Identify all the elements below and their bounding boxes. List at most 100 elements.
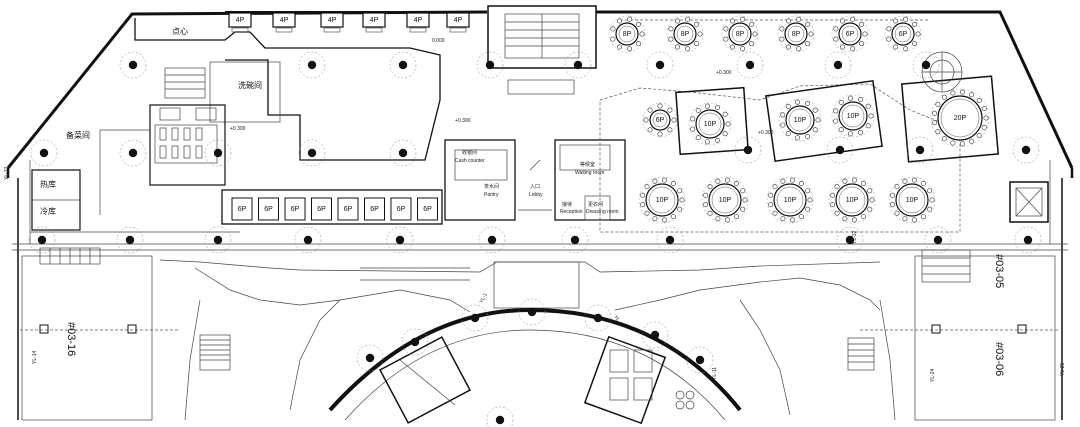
atrium-void <box>328 307 742 425</box>
table-label: 8P <box>736 31 745 38</box>
label-reception: 接待 <box>562 201 572 208</box>
chair <box>833 118 839 124</box>
booth-table <box>231 197 253 221</box>
round-table: 10P <box>831 94 875 138</box>
chair <box>740 188 746 194</box>
round-table: 10P <box>638 176 686 224</box>
chair <box>740 46 746 52</box>
table-4p <box>362 12 386 28</box>
label-cash-counter: 收银间 <box>462 149 477 156</box>
column <box>593 313 603 323</box>
chair <box>941 136 947 142</box>
table-label: 6P <box>264 206 273 213</box>
chair <box>780 112 786 118</box>
chair <box>838 127 844 133</box>
column <box>487 235 497 245</box>
chair <box>715 178 721 184</box>
label-lobby: 入口 <box>530 184 540 190</box>
chair <box>789 177 795 183</box>
chair <box>903 46 909 52</box>
column-radius <box>686 346 714 374</box>
structural-columns <box>28 51 1042 427</box>
table-label: 6P <box>846 31 855 38</box>
round-table: 8P <box>608 15 646 53</box>
chair <box>635 21 641 27</box>
chair <box>976 133 982 139</box>
column-radius <box>736 51 764 79</box>
chair <box>920 181 926 187</box>
round-table: 20P <box>930 88 990 148</box>
table-label: 10P <box>656 197 669 204</box>
chair <box>959 89 965 95</box>
round-table: 8P <box>721 15 759 53</box>
chair <box>785 44 791 50</box>
chair <box>865 123 871 129</box>
seating-zone <box>608 15 646 53</box>
chair <box>794 135 800 141</box>
column-radius <box>386 226 414 254</box>
lazy-susan <box>698 112 722 136</box>
chair <box>804 41 810 47</box>
column <box>745 60 755 70</box>
chair <box>890 202 896 208</box>
label-lobby-en: Lobby <box>529 192 543 198</box>
chair <box>640 192 646 198</box>
chair <box>697 31 703 37</box>
seating-zone <box>930 88 990 148</box>
lazy-susan <box>841 104 865 128</box>
lazy-susan <box>618 25 636 43</box>
chair <box>685 16 691 22</box>
lazy-susan <box>676 25 694 43</box>
chair <box>667 127 673 133</box>
chair <box>869 197 875 203</box>
chair <box>323 27 341 33</box>
round-table: 10P <box>701 176 749 224</box>
chair <box>785 131 791 137</box>
chair <box>983 115 989 121</box>
column-radius <box>389 139 417 167</box>
chair <box>677 206 683 212</box>
chair <box>610 36 616 42</box>
column-radius <box>28 226 56 254</box>
level-mark-2: +0.300 <box>455 118 471 124</box>
chair <box>748 21 754 27</box>
seating-zone <box>884 15 922 53</box>
chair <box>911 21 917 27</box>
seating-zone <box>778 98 822 142</box>
column <box>39 148 49 158</box>
chair <box>915 31 921 37</box>
chair <box>785 18 791 24</box>
chair <box>616 18 622 24</box>
chair <box>690 116 696 122</box>
column <box>573 60 583 70</box>
chair <box>976 97 982 103</box>
axis-tags: YL-13 YL-14 YL-1 YL-2 YL-11 YL-32 YL-24 … <box>4 166 1066 382</box>
chair <box>772 184 778 190</box>
chair <box>740 206 746 212</box>
column-radius <box>518 298 546 326</box>
seating-zone <box>638 176 686 224</box>
chair <box>931 110 937 116</box>
table-label: 8P <box>623 31 632 38</box>
column-radius <box>294 226 322 254</box>
column <box>125 235 135 245</box>
seating-zone <box>831 94 875 138</box>
chair <box>733 213 739 219</box>
chair <box>667 107 673 113</box>
column-radius <box>912 51 940 79</box>
column <box>303 235 313 245</box>
chair <box>679 197 685 203</box>
table-label: 6P <box>397 206 406 213</box>
table-4p <box>446 12 470 28</box>
column-radius <box>584 304 612 332</box>
chair <box>847 95 853 101</box>
chair <box>839 44 845 50</box>
axis-tag: YL-14 <box>32 350 38 364</box>
column <box>398 148 408 158</box>
seating-zone <box>766 176 814 224</box>
round-table: 10P <box>828 176 876 224</box>
round-table: 10P <box>778 98 822 142</box>
chair <box>935 129 941 135</box>
chair <box>695 107 701 113</box>
